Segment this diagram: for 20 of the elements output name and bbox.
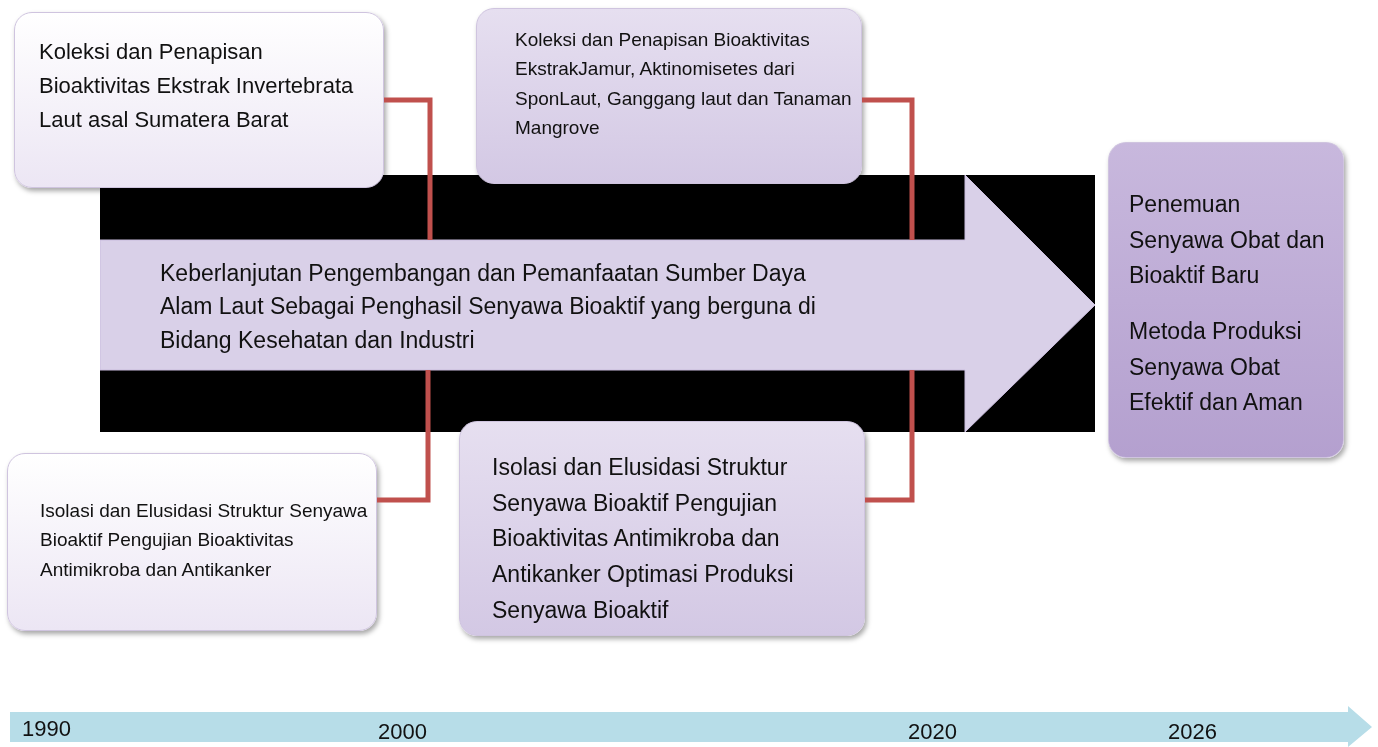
text-box [1108,142,1344,458]
box-text: Isolasi dan Elusidasi Struktur Senyawa Bioaktif Pengujian Bioaktivitas Antimikroba dan Antikanker Optimasi Produksi Senyawa Bioaktif [492,453,795,625]
year-label: 2000 [378,719,427,745]
box-text: Penemuan Senyawa Obat dan Bioaktif Baru [1129,190,1326,291]
connector-line [384,97,433,240]
year-label: 1990 [22,716,71,742]
connector-line [377,370,431,503]
text-box [459,421,865,636]
year-label: 2026 [1168,719,1217,745]
box-text: Koleksi dan Penapisan Bioaktivitas EkstrakJamur, Aktinomisetes dari SponLaut, Ganggang laut dan Tanaman Mangrove [515,28,853,141]
text-box [476,8,862,184]
text-box [14,12,384,188]
box-text: Koleksi dan Penapisan Bioaktivitas Ekstrak Invertebrata Laut asal Sumatera Barat [39,38,355,135]
connector-line [865,370,915,503]
connector-line [862,97,915,240]
text-box [7,453,377,631]
year-label: 2020 [908,719,957,745]
arrow-text: Keberlanjutan Pengembangan dan Pemanfaatan Sumber Daya Alam Laut Sebagai Penghasil Senyawa Bioaktif yang berguna di Bidang Kesehatan dan Industri [160,259,817,355]
box-text: Isolasi dan Elusidasi Struktur Senyawa Bioaktif Pengujian Bioaktivitas Antimikroba dan Antikanker [40,499,368,582]
box-text: Metoda Produksi Senyawa Obat Efektif dan Aman [1129,316,1304,418]
